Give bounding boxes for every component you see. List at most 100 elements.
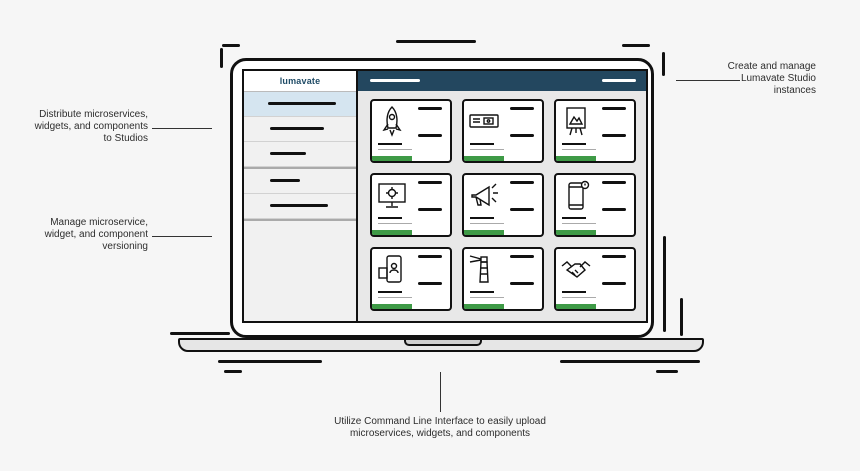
connector-line (152, 128, 212, 129)
placeholder-bar (418, 181, 442, 184)
annotation-line: to Studios (103, 133, 148, 144)
annotation-line: Distribute microservices, (39, 109, 148, 120)
sidebar-item[interactable] (244, 194, 356, 219)
placeholder-bar (602, 282, 626, 285)
studio-card-grid (358, 91, 646, 321)
placeholder-bar (510, 282, 534, 285)
sidebar-item[interactable] (244, 92, 356, 117)
placeholder-bar (378, 149, 412, 150)
studio-card[interactable] (462, 247, 544, 311)
card-accent (464, 156, 504, 161)
placeholder-bar (268, 102, 336, 105)
annotation-line: microservices, widgets, and components (349, 428, 531, 439)
sidebar-item[interactable] (244, 117, 356, 142)
studio-card[interactable] (554, 173, 636, 237)
placeholder-bar (470, 297, 504, 298)
annotation-cli: Utilize Command Line Interface to easily… (290, 416, 590, 440)
placeholder-bar (510, 255, 534, 258)
placeholder-bar (418, 107, 442, 110)
placeholder-bar (378, 223, 412, 224)
studio-card[interactable] (370, 173, 452, 237)
studio-card[interactable] (554, 99, 636, 163)
placeholder-bar (562, 223, 596, 224)
annotation-line: instances (773, 85, 816, 96)
menu-placeholder[interactable] (602, 79, 636, 82)
annotation-line: Utilize Command Line Interface to easily… (334, 416, 546, 427)
laptop-notch (404, 340, 482, 346)
annotation-line: versioning (102, 241, 148, 252)
placeholder-bar (378, 143, 402, 145)
sidebar-item[interactable] (244, 169, 356, 194)
monitor-gear-icon (378, 183, 406, 208)
placeholder-bar (562, 143, 586, 145)
sidebar: lumavate (244, 71, 358, 321)
placeholder-bar (602, 255, 626, 258)
placeholder-bar (378, 297, 412, 298)
annotation-line: widget, and component (44, 229, 148, 240)
placeholder-bar (378, 217, 402, 219)
card-accent (556, 230, 596, 235)
ticket-card-icon (469, 114, 499, 128)
annotation-line: Create and manage (727, 61, 816, 72)
studio-card[interactable] (370, 247, 452, 311)
annotation-versioning: Manage microservice, widget, and compone… (18, 217, 148, 253)
title-placeholder (370, 79, 420, 82)
annotation-line: Manage microservice, (50, 217, 148, 228)
placeholder-bar (470, 143, 494, 145)
placeholder-bar (602, 208, 626, 211)
placeholder-bar (510, 134, 534, 137)
placeholder-bar (270, 127, 324, 130)
sidebar-item[interactable] (244, 142, 356, 167)
placeholder-bar (470, 217, 494, 219)
annotation-line: widgets, and components (34, 121, 148, 132)
card-accent (464, 304, 504, 309)
connector-line (440, 372, 441, 412)
annotation-create-manage: Create and manage Lumavate Studio instan… (700, 61, 816, 97)
sidebar-divider (244, 167, 356, 169)
placeholder-bar (510, 181, 534, 184)
placeholder-bar (418, 208, 442, 211)
megaphone-icon (471, 183, 498, 207)
placeholder-bar (270, 152, 306, 155)
placeholder-bar (562, 297, 596, 298)
phone-alert-icon (568, 180, 590, 210)
placeholder-bar (378, 291, 402, 293)
top-bar (358, 71, 646, 91)
studio-card[interactable] (462, 173, 544, 237)
placeholder-bar (270, 204, 328, 207)
card-accent (372, 156, 412, 161)
studio-card[interactable] (462, 99, 544, 163)
placeholder-bar (418, 134, 442, 137)
card-accent (556, 156, 596, 161)
placeholder-bar (602, 107, 626, 110)
placeholder-bar (510, 208, 534, 211)
placeholder-bar (418, 255, 442, 258)
handshake-icon (561, 261, 591, 278)
easel-image-icon (566, 107, 586, 136)
connector-line (152, 236, 212, 237)
studio-card[interactable] (370, 99, 452, 163)
studio-card[interactable] (554, 247, 636, 311)
laptop-screen: lumavate (242, 69, 648, 323)
placeholder-bar (602, 181, 626, 184)
card-accent (372, 304, 412, 309)
placeholder-bar (470, 223, 504, 224)
placeholder-bar (562, 149, 596, 150)
placeholder-bar (418, 282, 442, 285)
placeholder-bar (470, 291, 494, 293)
lumavate-logo: lumavate (244, 71, 356, 92)
connector-line (676, 80, 740, 81)
card-accent (464, 230, 504, 235)
annotation-distribute: Distribute microservices, widgets, and c… (18, 109, 148, 145)
card-accent (556, 304, 596, 309)
sidebar-divider (244, 219, 356, 221)
rocket-icon (382, 106, 402, 137)
lighthouse-icon (469, 255, 489, 283)
placeholder-bar (562, 291, 586, 293)
placeholder-bar (270, 179, 300, 182)
phone-user-icon (378, 255, 402, 283)
placeholder-bar (510, 107, 534, 110)
placeholder-bar (602, 134, 626, 137)
annotation-line: Lumavate Studio (740, 73, 816, 84)
card-accent (372, 230, 412, 235)
